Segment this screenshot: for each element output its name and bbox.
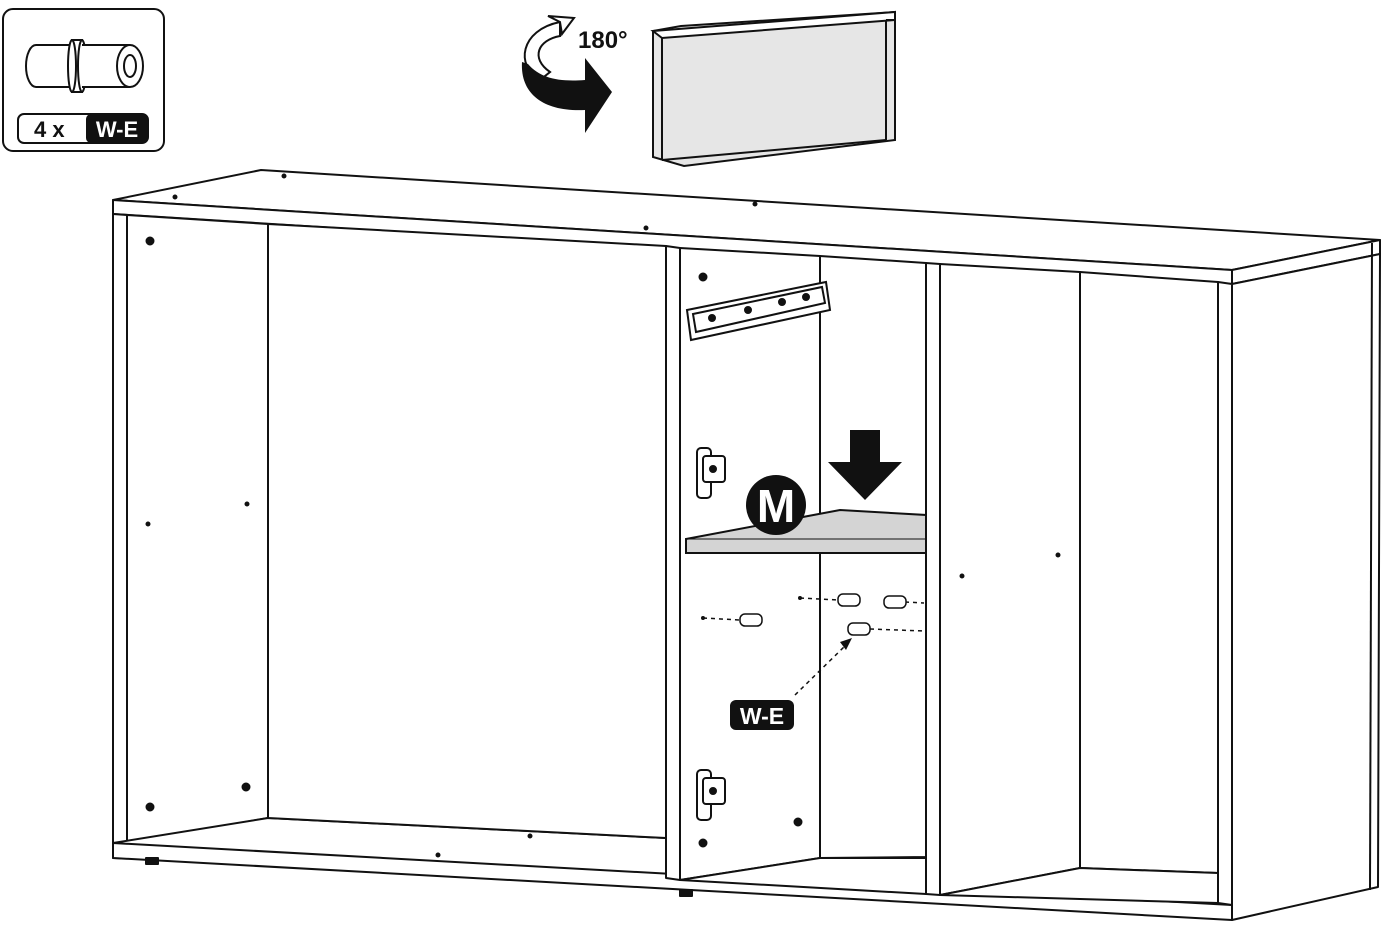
callout-part-label: W-E [740, 703, 784, 729]
rotation-label: 180° [578, 27, 628, 54]
drawer-runner-icon [685, 280, 832, 342]
dowel-icons [739, 593, 907, 636]
shelf-marker-label: M [757, 480, 795, 532]
right-side-panel [1231, 253, 1381, 921]
part-code-badge [86, 114, 148, 143]
back-wall [267, 223, 667, 839]
rotate-arrow-icon [521, 15, 612, 133]
hinge-plate-icon [696, 447, 726, 499]
left-side-panel [112, 213, 128, 844]
fitting-holes [145, 173, 1061, 858]
parts-box: 4 x W-E [2, 8, 165, 152]
middle-divider-right [925, 262, 941, 896]
dowel-guides [702, 597, 925, 696]
hinge-plate-icon [696, 769, 726, 821]
wooden-dowel-icon [25, 39, 144, 93]
middle-divider-left [665, 245, 681, 881]
callout-part-badge [730, 700, 794, 730]
down-arrow-icon [828, 430, 902, 500]
part-code-label: W-E [96, 117, 138, 142]
cabinet [112, 169, 1381, 921]
shelf-panel [685, 508, 927, 554]
shelf-marker-badge [746, 475, 806, 535]
quantity-label: 4 x [34, 117, 65, 142]
rotated-unit-icon [650, 10, 896, 168]
